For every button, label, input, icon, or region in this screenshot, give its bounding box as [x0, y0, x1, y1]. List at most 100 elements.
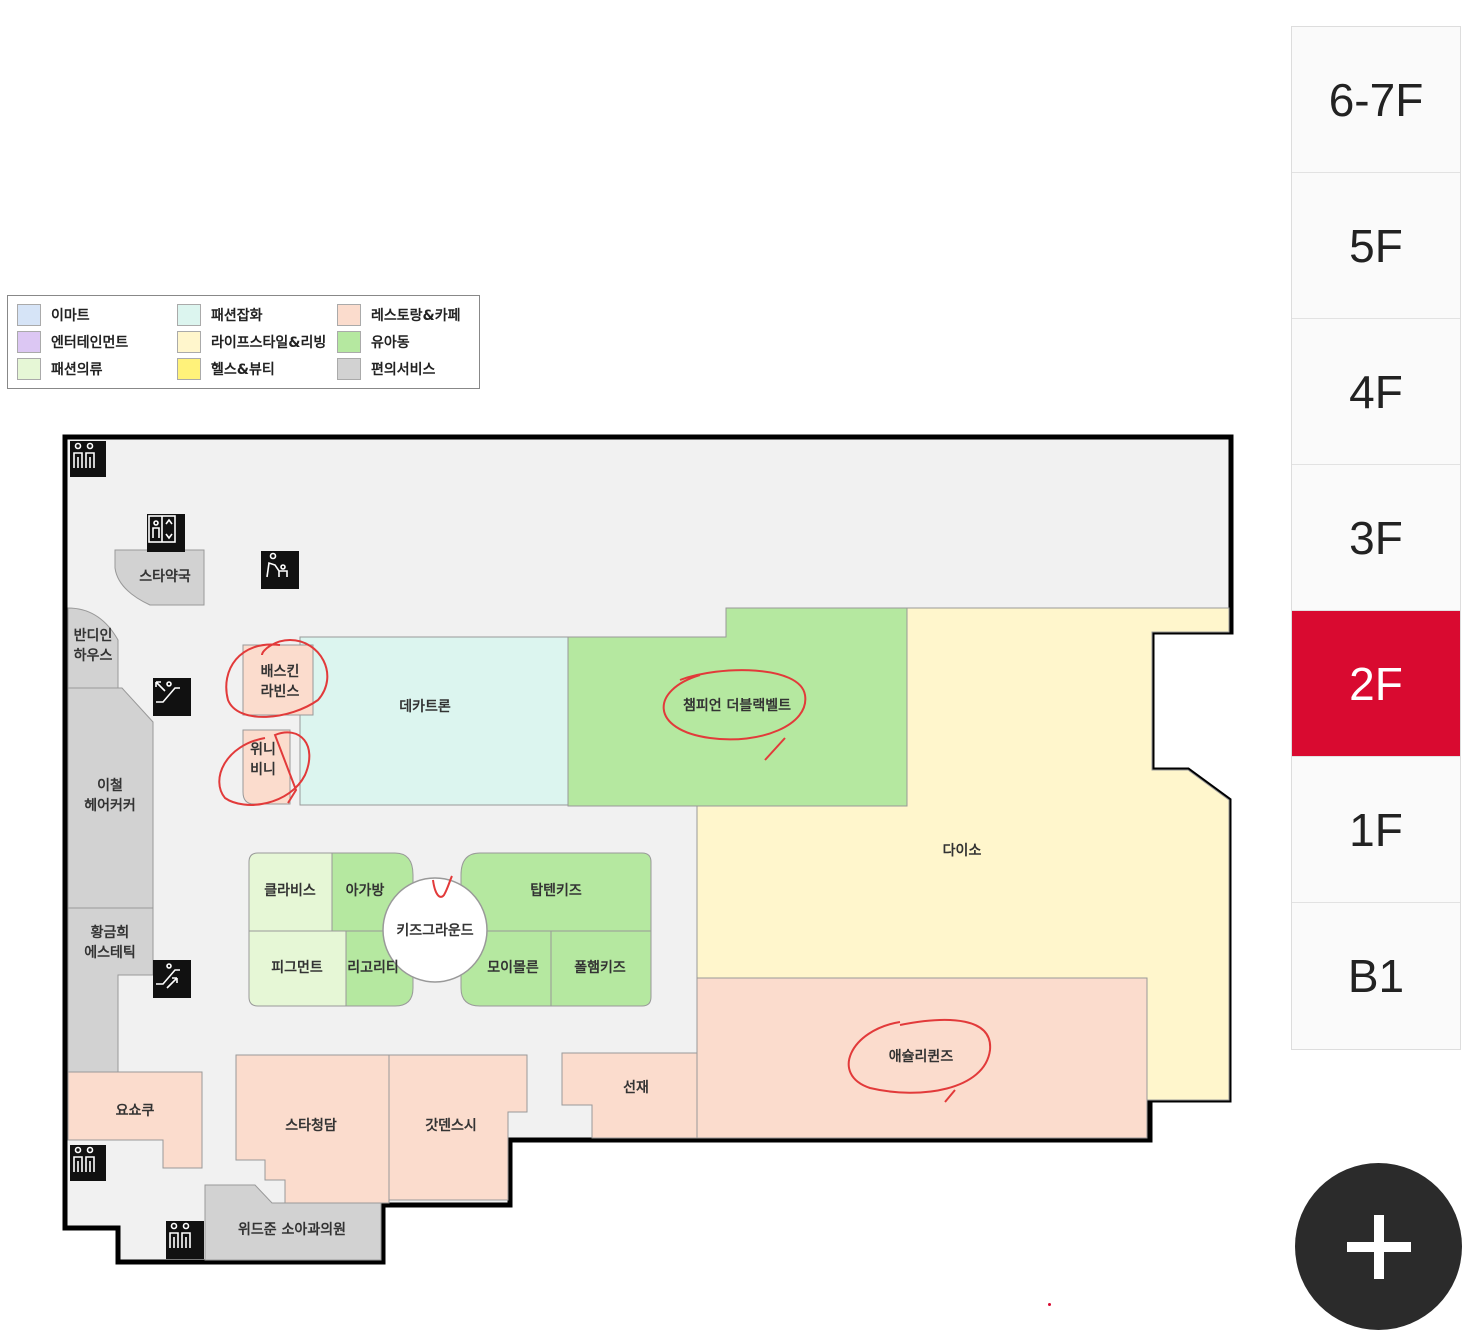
- store-label-line: 라빈스: [260, 684, 300, 700]
- store-label-champion[interactable]: 챔피언 더블랙벨트: [683, 698, 791, 714]
- store-label-topten-kids[interactable]: 탑텐키즈: [530, 883, 582, 899]
- store-label-star-cheongdam[interactable]: 스타청담: [285, 1118, 337, 1134]
- legend-label: 패션잡화: [211, 308, 263, 324]
- store-star-cheongdam: [235, 1054, 390, 1204]
- store-baskin: [242, 644, 314, 716]
- legend-item-kids: 유아동: [337, 331, 410, 353]
- store-leechul: [67, 687, 154, 909]
- floor-button-2f[interactable]: 2F: [1292, 611, 1460, 757]
- annotation-winnie: [218, 731, 311, 806]
- legend-item-convenience: 편의서비스: [337, 358, 435, 380]
- legend-swatch: [177, 358, 201, 380]
- zoom-in-button[interactable]: [1295, 1163, 1462, 1330]
- store-label-star-pharmacy[interactable]: 스타약국: [139, 569, 191, 585]
- store-label-widjun[interactable]: 위드준 소아과의원: [238, 1222, 346, 1238]
- store-label-line: 하우스: [73, 648, 113, 664]
- legend-item-lifestyle: 라이프스타일&리빙: [177, 331, 326, 353]
- legend-swatch: [337, 304, 361, 326]
- store-bandi: [67, 607, 119, 689]
- store-label-line: 이철: [97, 778, 123, 794]
- legend-item-restaurant: 레스토랑&카페: [337, 304, 461, 326]
- legend-swatch: [17, 304, 41, 326]
- nursing-room-icon[interactable]: [261, 551, 299, 589]
- floor-button-3f[interactable]: 3F: [1292, 465, 1460, 611]
- legend-item-health-beauty: 헬스&뷰티: [177, 358, 275, 380]
- stray-dot: [1048, 1303, 1051, 1306]
- floor-button-6-7f[interactable]: 6-7F: [1292, 27, 1460, 173]
- floor-button-b1[interactable]: B1: [1292, 903, 1460, 1049]
- restroom-icon[interactable]: [70, 441, 106, 477]
- annotation-champion: [662, 669, 807, 761]
- store-label-decathlon[interactable]: 데카트론: [399, 699, 451, 715]
- store-label-ashley-queens[interactable]: 애슐리퀸즈: [888, 1049, 954, 1065]
- store-star-pharmacy: [114, 549, 205, 606]
- store-label-line: 위니: [250, 742, 276, 758]
- legend-swatch: [17, 331, 41, 353]
- floor-button-1f[interactable]: 1F: [1292, 757, 1460, 903]
- store-widjun: [204, 1184, 382, 1261]
- store-label-gotten-sushi[interactable]: 갓덴스시: [425, 1118, 477, 1134]
- store-label-polham-kids[interactable]: 폴햄키즈: [574, 960, 626, 976]
- store-label-line: 헤어커커: [84, 798, 136, 814]
- store-pigment: [248, 930, 347, 1007]
- store-label-seonjae[interactable]: 선재: [623, 1080, 649, 1096]
- store-label-golden[interactable]: 황금희 에스테틱: [84, 923, 136, 963]
- legend-item-emart: 이마트: [17, 304, 90, 326]
- kids-ground-circle: [382, 877, 488, 983]
- floor-selector: 6-7F 5F 4F 3F 2F 1F B1: [1291, 26, 1461, 1050]
- legend-label: 편의서비스: [371, 362, 436, 378]
- store-label-pigment[interactable]: 피그먼트: [271, 960, 323, 976]
- store-label-moimollan[interactable]: 모이몰른: [487, 960, 539, 976]
- store-label-winnie[interactable]: 위니 비니: [250, 740, 276, 780]
- store-label-daiso[interactable]: 다이소: [942, 843, 982, 859]
- legend-label: 이마트: [51, 308, 90, 324]
- store-label-bandi[interactable]: 반디인 하우스: [74, 626, 113, 666]
- escalator-icon[interactable]: [153, 960, 191, 998]
- store-label-line: 반디인: [73, 628, 113, 644]
- store-ashley: [696, 977, 1148, 1139]
- store-label-yoshoku[interactable]: 요쇼쿠: [115, 1103, 155, 1119]
- store-label-agabang[interactable]: 아가방: [345, 883, 385, 899]
- store-polham: [550, 930, 652, 1007]
- floor-map-graphic: [62, 434, 1234, 1265]
- legend-item-fashion-goods: 패션잡화: [177, 304, 263, 326]
- store-label-leechul[interactable]: 이철 헤어커커: [84, 776, 136, 816]
- legend-swatch: [337, 358, 361, 380]
- store-label-rigolity[interactable]: 리고리티: [347, 960, 399, 976]
- legend-swatch: [337, 331, 361, 353]
- floor-button-4f[interactable]: 4F: [1292, 319, 1460, 465]
- store-golden: [67, 907, 154, 1073]
- store-seonjae: [561, 1052, 698, 1139]
- store-decathlon: [299, 636, 569, 806]
- legend-swatch: [177, 304, 201, 326]
- legend-label: 헬스&뷰티: [211, 362, 275, 378]
- legend-label: 유아동: [371, 335, 410, 351]
- restroom-icon[interactable]: [166, 1221, 204, 1259]
- legend-item-entertainment: 엔터테인먼트: [17, 331, 128, 353]
- store-winnie: [242, 729, 291, 805]
- store-label-baskin[interactable]: 배스킨 라빈스: [261, 662, 300, 702]
- floor-button-5f[interactable]: 5F: [1292, 173, 1460, 319]
- legend-label: 라이프스타일&리빙: [211, 335, 327, 351]
- store-daiso: [696, 607, 1230, 1101]
- elevator-icon[interactable]: [147, 514, 185, 552]
- store-label-kids-ground[interactable]: 키즈그라운드: [396, 923, 474, 939]
- store-label-clavis[interactable]: 클라비스: [264, 883, 316, 899]
- annotation-kids: [432, 875, 453, 898]
- store-label-line: 황금희: [90, 925, 130, 941]
- legend-label: 엔터테인먼트: [51, 335, 129, 351]
- map-legend: 이마트 엔터테인먼트 패션의류 패션잡화 라이프스타일&리빙 헬스&뷰티 레스토…: [7, 295, 480, 389]
- legend-item-fashion-clothing: 패션의류: [17, 358, 103, 380]
- escalator-icon[interactable]: [153, 678, 191, 716]
- legend-swatch: [177, 331, 201, 353]
- legend-label: 레스토랑&카페: [371, 308, 461, 324]
- store-label-line: 에스테틱: [84, 945, 136, 961]
- plus-icon: [1346, 1214, 1411, 1279]
- restroom-icon[interactable]: [70, 1145, 106, 1181]
- annotation-baskin: [225, 638, 329, 718]
- legend-label: 패션의류: [51, 362, 103, 378]
- store-label-line: 비니: [250, 762, 276, 778]
- store-yoshoku: [67, 1071, 203, 1169]
- store-champion: [567, 607, 908, 807]
- store-label-line: 배스킨: [260, 664, 300, 680]
